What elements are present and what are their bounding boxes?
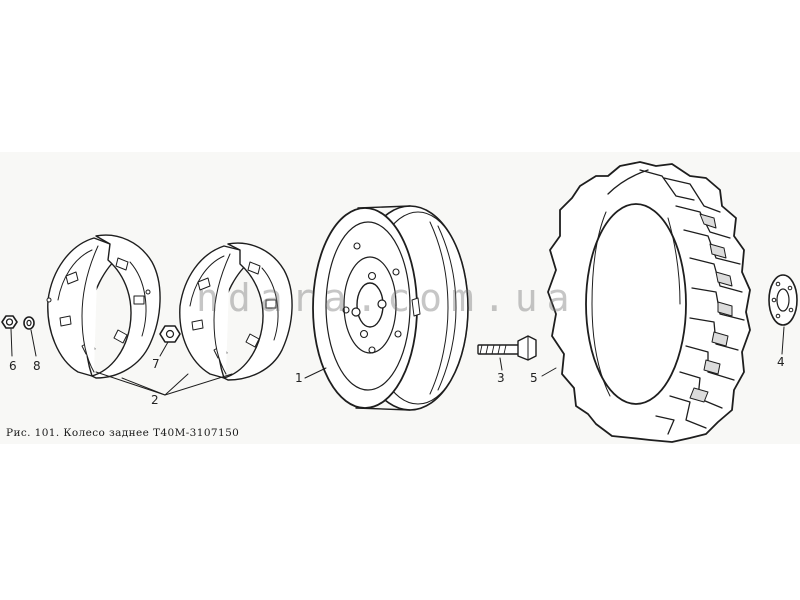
watermark-text: ndara.com.ua [196, 276, 579, 320]
part-5-tire [547, 161, 751, 443]
callout-1: 1 [295, 371, 303, 385]
part-7-nut [159, 325, 181, 343]
figure-caption: Рис. 101. Колесо заднее Т40М-3107150 [6, 427, 240, 439]
part-3-bolt [477, 335, 537, 361]
callout-3: 3 [497, 371, 505, 385]
callout-8: 8 [33, 359, 41, 373]
part-6-nut [1, 315, 18, 329]
callout-7: 7 [152, 357, 160, 371]
callout-6: 6 [9, 359, 17, 373]
callout-2: 2 [151, 393, 159, 407]
part-8-washer [23, 316, 35, 330]
part-1-disc-wheel [312, 205, 469, 411]
callout-5: 5 [530, 371, 538, 385]
callout-4: 4 [777, 355, 785, 369]
part-2-weight-left-pair [46, 234, 161, 379]
leader-lines [10, 326, 785, 396]
part-4-flange [768, 274, 798, 326]
part-2-weight-right-pair [179, 242, 293, 381]
